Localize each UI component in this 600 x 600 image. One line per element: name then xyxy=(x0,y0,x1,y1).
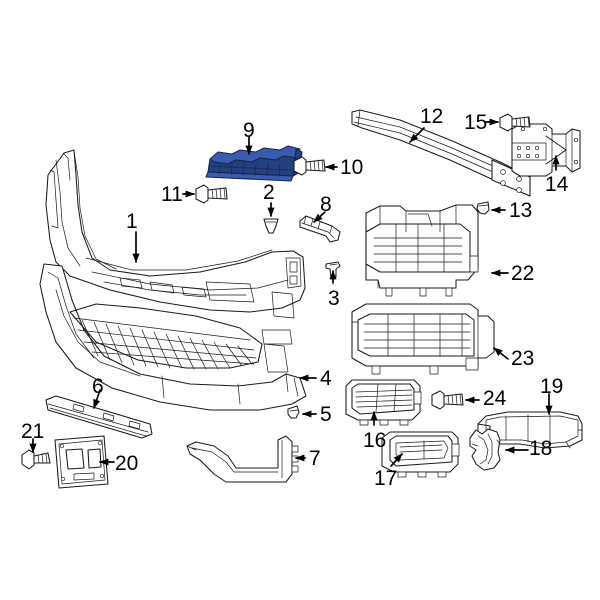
callout-label-2[interactable]: 2 xyxy=(263,181,275,204)
leader-lines xyxy=(29,118,560,467)
leader-8 xyxy=(313,211,326,223)
leader-6 xyxy=(93,389,101,409)
callout-label-7[interactable]: 7 xyxy=(309,447,321,470)
callout-label-13[interactable]: 13 xyxy=(509,199,533,222)
part-18-retainer-bracket xyxy=(469,428,501,471)
callout-label-9[interactable]: 9 xyxy=(243,119,255,142)
callout-label-15[interactable]: 15 xyxy=(464,111,488,134)
part-23-lower-grille xyxy=(351,303,495,375)
part-1-bumper-cover xyxy=(45,149,306,313)
callout-label-21[interactable]: 21 xyxy=(21,420,45,443)
callout-label-19[interactable]: 19 xyxy=(540,375,564,398)
callout-label-22[interactable]: 22 xyxy=(511,262,535,285)
part-9-bumper-upper-retainer-highlighted xyxy=(205,145,303,182)
callout-label-1[interactable]: 1 xyxy=(126,210,138,233)
callout-label-11[interactable]: 11 xyxy=(161,183,183,206)
part-11-bolt xyxy=(195,184,228,204)
leader-17 xyxy=(390,453,403,467)
callout-label-24[interactable]: 24 xyxy=(483,387,507,410)
callout-label-3[interactable]: 3 xyxy=(328,287,340,310)
part-2-clip xyxy=(263,218,279,234)
part-21-screw xyxy=(21,449,51,470)
callout-label-5[interactable]: 5 xyxy=(320,403,332,426)
leader-12 xyxy=(409,127,425,143)
callout-label-12[interactable]: 12 xyxy=(420,105,444,128)
callout-label-10[interactable]: 10 xyxy=(340,156,364,179)
part-12-reinforcement-beam xyxy=(351,109,531,197)
part-10-bolt xyxy=(293,156,326,176)
part-20-license-plate-bracket xyxy=(54,435,109,489)
callout-label-14[interactable]: 14 xyxy=(545,173,569,196)
part-24-bolt xyxy=(431,390,464,410)
part-13-clip xyxy=(476,201,490,215)
part-5-clip xyxy=(287,405,300,419)
callout-label-20[interactable]: 20 xyxy=(115,452,139,475)
part-16-fog-light-cover-left xyxy=(345,379,422,426)
leader-23 xyxy=(493,347,509,360)
part-14-crush-can-bracket xyxy=(511,123,581,177)
part-6-lower-trim-strip xyxy=(45,395,153,439)
part-8-side-bracket xyxy=(299,215,341,243)
callout-label-23[interactable]: 23 xyxy=(511,347,535,370)
part-22-active-grille-shutter xyxy=(365,204,479,297)
callout-label-6[interactable]: 6 xyxy=(92,375,104,398)
callout-label-8[interactable]: 8 xyxy=(320,193,332,216)
callout-label-4[interactable]: 4 xyxy=(320,367,332,390)
callout-label-16[interactable]: 16 xyxy=(363,429,387,452)
callout-label-18[interactable]: 18 xyxy=(529,437,553,460)
part-4-lower-bumper-cover xyxy=(39,263,307,411)
callout-label-17[interactable]: 17 xyxy=(374,467,398,490)
part-15-bolt xyxy=(499,113,531,132)
part-7-front-spoiler-air-dam xyxy=(186,435,299,483)
